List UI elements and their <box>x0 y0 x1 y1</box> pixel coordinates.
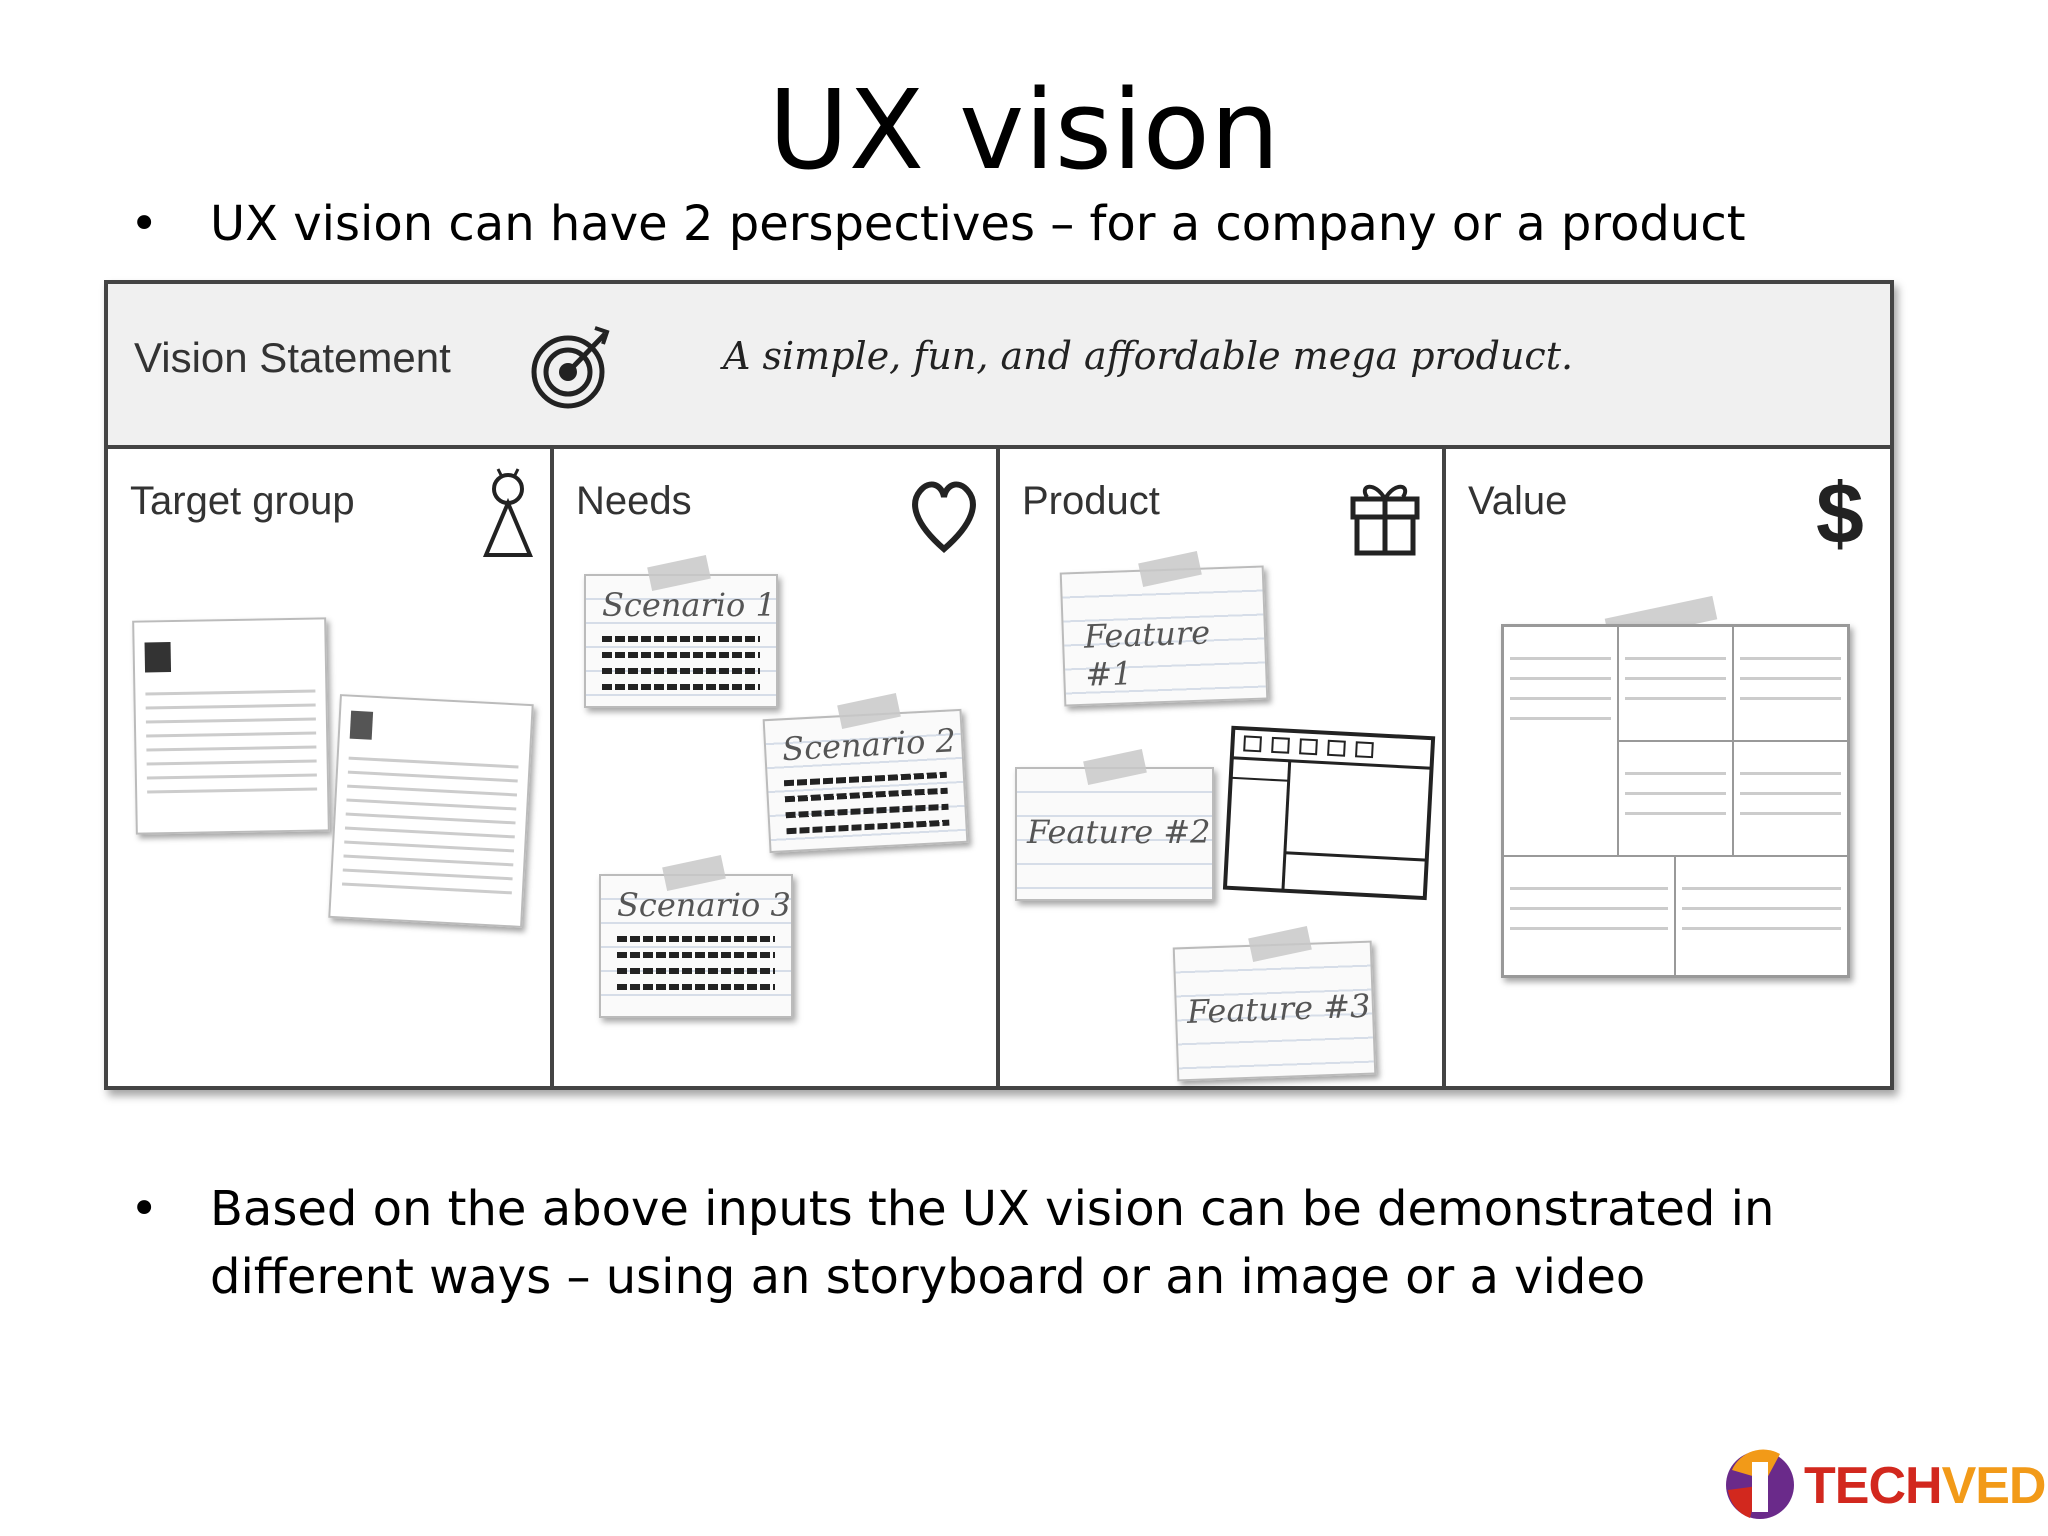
column-value: Value $ <box>1446 449 1890 1086</box>
scenario-title: Scenario 1 <box>602 586 776 624</box>
feature-title: Feature #3 <box>1186 986 1372 1032</box>
techved-logo: TECHVED <box>1720 1440 2046 1530</box>
bullet-item: • UX vision can have 2 perspectives – fo… <box>130 190 1990 258</box>
target-icon <box>531 326 610 409</box>
feature-title: Feature #1 <box>1083 613 1211 694</box>
ui-sketch-wireframe <box>1222 725 1436 901</box>
column-product: Product Feature #1 Feature #2 <box>1000 449 1446 1086</box>
logo-mark-icon <box>1726 1449 1794 1519</box>
bullet-symbol: • <box>130 196 159 252</box>
column-title: Needs <box>576 479 692 523</box>
business-model-canvas <box>1501 624 1850 978</box>
column-target-group: Target group <box>108 449 554 1086</box>
vision-statement-label: Vision Statement <box>134 334 451 381</box>
scenario-card: Scenario 3 <box>599 874 793 1018</box>
scenario-card: Scenario 1 <box>584 574 778 708</box>
column-title: Product <box>1022 479 1160 523</box>
scenario-title: Scenario 2 <box>781 721 957 769</box>
persona-document <box>132 617 330 835</box>
scenario-title: Scenario 3 <box>617 886 791 924</box>
slide-title: UX vision <box>768 66 1280 194</box>
vision-statement-text: A simple, fun, and affordable mega produ… <box>723 334 1574 378</box>
vision-statement-row: Vision Statement A simple, fun, and affo… <box>108 284 1890 449</box>
ux-vision-canvas: Vision Statement A simple, fun, and affo… <box>104 280 1894 1090</box>
person-icon <box>482 468 534 557</box>
scenario-card: Scenario 2 <box>762 708 969 854</box>
feature-title: Feature #2 <box>1027 813 1211 851</box>
bullet-text: Based on the above inputs the UX vision … <box>210 1181 1775 1305</box>
heart-icon <box>912 481 976 553</box>
bullet-text: UX vision can have 2 perspectives – for … <box>210 196 1746 252</box>
feature-card: Feature #1 <box>1059 565 1269 707</box>
logo-text: TECHVED <box>1804 1457 2046 1515</box>
dollar-icon: $ <box>1816 466 1864 562</box>
feature-card: Feature #2 <box>1015 767 1214 901</box>
column-needs: Needs Scenario 1 Scenario 2 Scenario 3 <box>554 449 1000 1086</box>
column-title: Target group <box>130 479 355 523</box>
bullet-symbol: • <box>130 1181 159 1237</box>
bullet-item: • Based on the above inputs the UX visio… <box>130 1175 1990 1311</box>
feature-card: Feature #3 <box>1172 940 1377 1082</box>
persona-document <box>328 694 534 928</box>
gift-icon <box>1350 484 1420 556</box>
column-title: Value <box>1468 479 1568 523</box>
